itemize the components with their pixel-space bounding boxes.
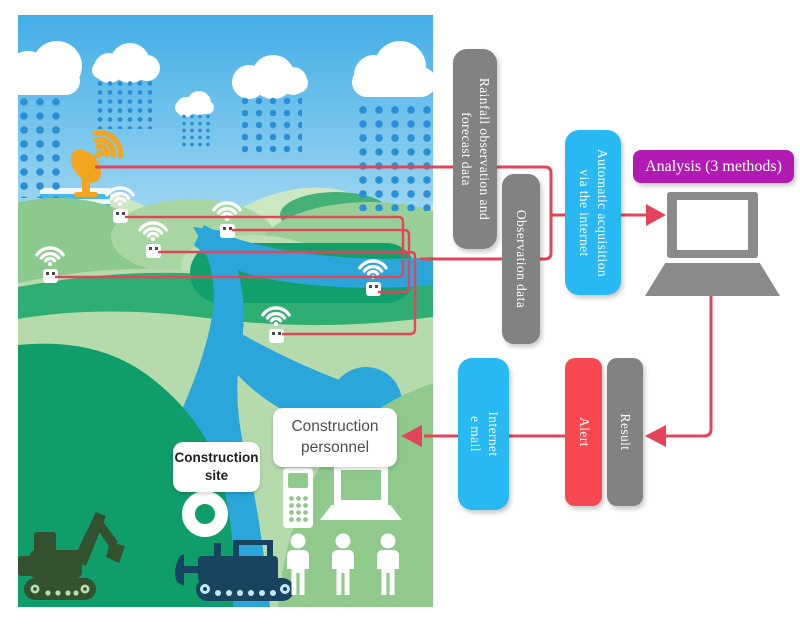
personnel-laptop-icon <box>320 505 402 520</box>
observation-data-box: Observation data <box>502 174 540 344</box>
alert-box: Alert <box>565 358 602 506</box>
construction-site-ring-icon <box>182 491 228 537</box>
satellite-signal-icon <box>92 130 123 159</box>
person-icon <box>287 533 309 595</box>
construction-personnel-label: Construction personnel <box>273 408 397 467</box>
rain-icon <box>180 113 213 147</box>
arrow-to-result <box>645 425 666 447</box>
arrow-to-analysis-laptop <box>646 204 666 226</box>
wifi-sensor-icon <box>133 213 173 259</box>
rainfall-data-label: Rainfall observation and forecast data <box>459 77 493 221</box>
excavator-icon <box>18 512 125 600</box>
internet-email-box: Internet e mail <box>458 358 509 510</box>
rain-cloud-icon <box>232 73 308 93</box>
rain-icon <box>355 103 431 211</box>
wifi-sensor-icon <box>256 298 296 344</box>
wifi-sensor-icon <box>207 193 247 239</box>
rain-icon <box>238 95 302 157</box>
rain-cloud-icon <box>92 61 158 79</box>
person-icon <box>377 533 399 595</box>
rain-cloud-icon <box>352 67 433 97</box>
rainfall-data-box: Rainfall observation and forecast data <box>453 49 497 249</box>
analysis-methods-box: Analysis (3 methods) <box>633 150 794 183</box>
rain-icon <box>18 95 68 198</box>
mobile-phone-icon <box>283 468 313 528</box>
personnel-laptop-icon <box>334 463 388 507</box>
observation-data-label: Observation data <box>514 209 530 309</box>
result-label: Result <box>618 413 634 451</box>
result-box: Result <box>607 358 643 506</box>
internet-email-label: Internet e mail <box>467 411 501 457</box>
wifi-sensor-icon <box>353 251 393 297</box>
analysis-methods-label: Analysis (3 methods) <box>645 157 782 175</box>
watershed-scene: Construction personnel Construction site <box>18 15 433 607</box>
automatic-acquisition-box: Automatic acquisition via the internet <box>565 130 621 295</box>
rain-icon <box>95 79 152 129</box>
alert-label: Alert <box>576 417 592 447</box>
rain-cloud-icon <box>175 101 214 114</box>
wifi-sensor-icon <box>30 238 70 284</box>
bulldozer-icon <box>175 540 294 601</box>
satellite-dish-icon <box>70 149 106 197</box>
rain-cloud-icon <box>18 67 80 95</box>
construction-site-label: Construction site <box>173 442 260 492</box>
person-icon <box>332 533 354 595</box>
automatic-acquisition-label: Automatic acquisition via the internet <box>577 148 611 277</box>
